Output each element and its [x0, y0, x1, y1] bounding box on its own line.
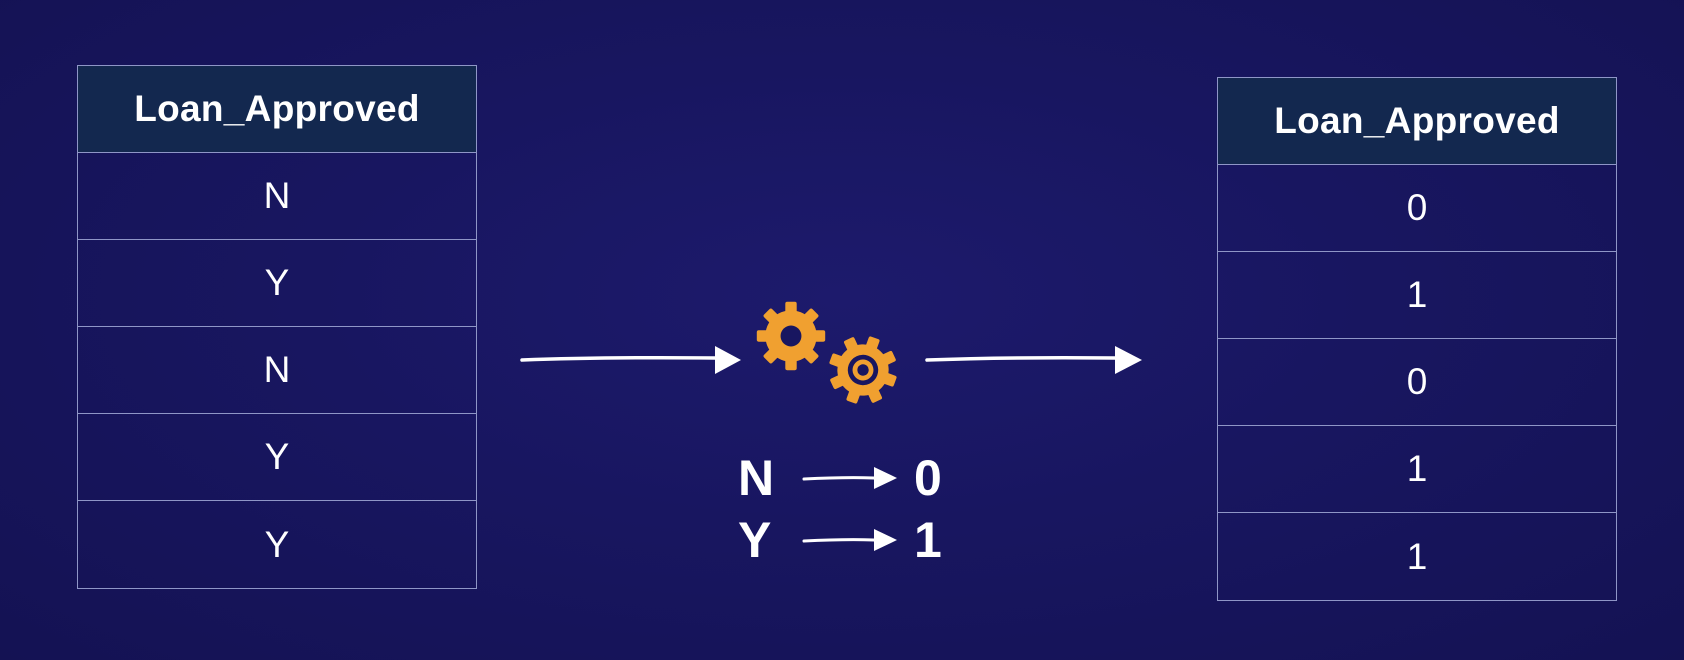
mapping-from: Y [738, 512, 772, 568]
input-table: Loan_Approved N Y N Y Y [77, 65, 477, 589]
mapping-to: 1 [914, 512, 942, 568]
input-table-cell: Y [78, 240, 476, 327]
output-table-cell: 1 [1218, 252, 1616, 339]
mapping-row: N 0 [730, 448, 960, 508]
output-table-cell: 0 [1218, 339, 1616, 426]
arrow-right-icon [925, 346, 1142, 374]
mapping-from: N [738, 450, 775, 506]
arrow-right-icon [802, 467, 897, 489]
gears-icon [756, 301, 907, 414]
output-table-cell: 0 [1218, 165, 1616, 252]
mapping-to: 0 [914, 450, 942, 506]
output-table-header: Loan_Approved [1218, 78, 1616, 165]
input-table-header: Loan_Approved [78, 66, 476, 153]
output-table-cell: 1 [1218, 426, 1616, 513]
input-table-cell: N [78, 153, 476, 240]
output-table: Loan_Approved 0 1 0 1 1 [1217, 77, 1617, 601]
mapping-row: Y 1 [730, 510, 960, 570]
input-table-cell: Y [78, 414, 476, 501]
output-table-cell: 1 [1406, 535, 1428, 577]
input-table-cell: N [78, 327, 476, 414]
input-table-cell: Y [264, 523, 290, 565]
arrow-right-icon [802, 529, 897, 551]
arrow-right-icon [520, 346, 741, 374]
